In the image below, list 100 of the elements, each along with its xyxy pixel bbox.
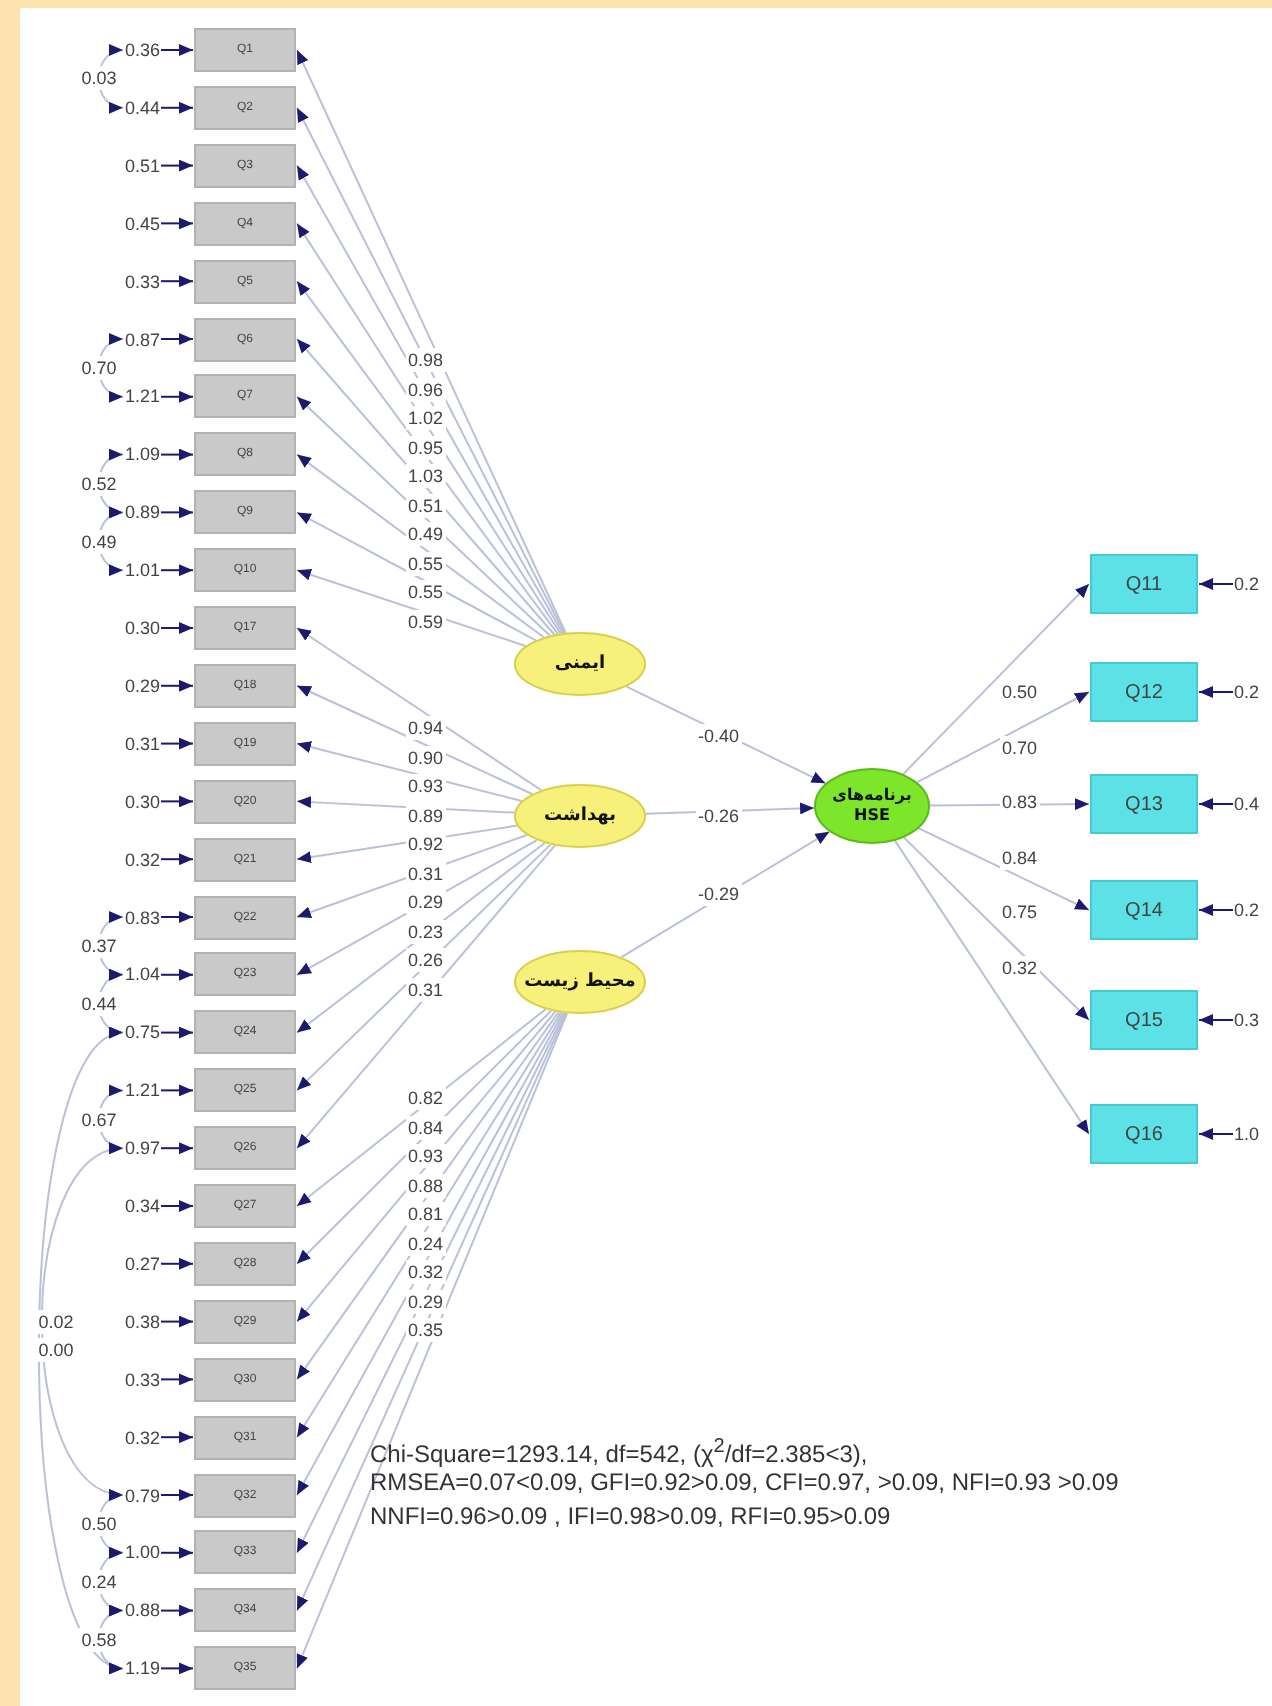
edge-label: 0.70 <box>1000 735 1040 760</box>
edge-label: 0.96 <box>406 377 446 401</box>
arrow <box>160 448 194 461</box>
edge-label: 0.23 <box>406 919 446 943</box>
arrow <box>296 741 523 803</box>
arrow <box>160 1142 194 1155</box>
edge-label: 0.93 <box>406 1144 446 1168</box>
covariance-arrow <box>97 971 124 1037</box>
arrow <box>160 795 194 808</box>
arrow <box>1198 1128 1234 1140</box>
arrow <box>296 338 556 636</box>
arrow <box>296 395 551 637</box>
latent-ellipse: ایمنی <box>514 632 646 696</box>
edge-label: 0.55 <box>406 580 446 604</box>
error-variance: 1.0 <box>1234 1122 1260 1146</box>
error-variance: 0.30 <box>124 616 160 640</box>
arrow <box>296 684 534 795</box>
edge-label: 0.75 <box>1000 900 1040 925</box>
edge-label: 0.50 <box>1000 680 1040 704</box>
error-variance: 0.32 <box>124 847 160 872</box>
edge-label: 0.51 <box>406 493 446 517</box>
error-variance: 1.21 <box>124 384 160 409</box>
arrow <box>916 691 1090 784</box>
arrow <box>1198 686 1234 698</box>
edge-label: 0.37 <box>79 933 119 958</box>
indicator-box: Q11 <box>1090 554 1198 614</box>
arrow <box>296 796 516 814</box>
error-variance: 0.87 <box>124 327 160 351</box>
fit-statistics: Chi-Square=1293.14, df=542, (χ$^{2}$/df=2.385<3), <box>370 1434 868 1470</box>
edge-label: 0.55 <box>406 551 446 575</box>
error-variance: 0.33 <box>124 269 160 294</box>
edge-label: 0.67 <box>79 1107 119 1132</box>
arrow <box>296 1008 547 1207</box>
edge-label: 0.24 <box>406 1231 446 1255</box>
edge-label: 0.00 <box>36 1338 76 1363</box>
edge-label: 0.98 <box>406 348 446 372</box>
arrow <box>296 453 545 639</box>
error-variance: 0.36 <box>124 38 160 62</box>
edge-label: -0.29 <box>696 882 742 906</box>
error-variance: 0.79 <box>124 1483 160 1507</box>
edge-label: 0.32 <box>406 1260 446 1284</box>
edge-label: 0.52 <box>79 471 119 496</box>
edge-label: 0.70 <box>79 355 119 380</box>
error-variance: 0.38 <box>124 1309 160 1334</box>
covariance-arrow <box>97 508 124 574</box>
arrow <box>160 1315 194 1328</box>
error-variance: 1.00 <box>124 1540 160 1565</box>
edge-label: 0.29 <box>406 1289 446 1313</box>
edge-label: 0.31 <box>406 977 446 1001</box>
edge-label: 0.82 <box>406 1086 446 1110</box>
fit-statistics: NNFI=0.96>0.09 , IFI=0.98>0.09, RFI=0.95>0.09 <box>370 1500 891 1532</box>
error-variance: 0.31 <box>124 731 160 756</box>
arrow <box>160 1662 194 1675</box>
edge-label: 0.58 <box>79 1627 119 1652</box>
error-variance: 1.19 <box>124 1656 160 1681</box>
arrow <box>644 802 816 815</box>
arrow <box>160 159 194 172</box>
error-variance: 0.88 <box>124 1598 160 1623</box>
error-variance: 0.45 <box>124 211 160 236</box>
arrow <box>620 830 831 959</box>
edge-label: 0.35 <box>406 1318 446 1342</box>
arrow <box>160 1026 194 1039</box>
error-variance: 0.30 <box>124 789 160 814</box>
arrow <box>160 622 194 634</box>
edge-label: 0.95 <box>406 435 446 459</box>
edge-label: -0.26 <box>696 804 742 828</box>
arrow <box>160 1546 194 1559</box>
arrow <box>160 1604 194 1617</box>
error-variance: 0.3 <box>1234 1008 1260 1032</box>
edge-label: -0.40 <box>696 724 742 748</box>
arrow <box>160 1084 194 1097</box>
edge-label: 0.59 <box>406 609 446 633</box>
edge-label: 0.03 <box>79 66 119 91</box>
edge-label: 0.90 <box>406 745 446 769</box>
edge-label: 0.29 <box>406 890 446 914</box>
arrow <box>160 217 194 230</box>
arrow <box>160 564 194 577</box>
arrow <box>894 839 1090 1135</box>
error-variance: 0.29 <box>124 673 160 698</box>
error-variance: 0.89 <box>124 500 160 525</box>
arrow <box>160 1431 194 1444</box>
arrow <box>296 1010 557 1323</box>
error-variance: 1.01 <box>124 558 160 583</box>
indicator-box: Q14 <box>1090 880 1198 940</box>
edge-label: 0.93 <box>406 774 446 798</box>
error-variance: 0.2 <box>1234 898 1260 922</box>
arrow <box>160 737 194 750</box>
error-variance: 1.04 <box>124 962 160 987</box>
arrow <box>160 1489 194 1501</box>
arrow <box>296 843 552 1092</box>
covariance-arrow <box>37 1031 124 1670</box>
edge-label: 0.49 <box>79 529 119 554</box>
edge-label: 0.94 <box>406 716 446 740</box>
error-variance: 0.27 <box>124 1251 160 1276</box>
indicator-box: Q15 <box>1090 990 1198 1050</box>
covariance-arrow <box>40 1146 124 1498</box>
arrow <box>160 506 194 519</box>
edge-label: 0.92 <box>406 832 446 856</box>
arrow <box>1198 904 1234 916</box>
indicator-box: Q16 <box>1090 1104 1198 1164</box>
